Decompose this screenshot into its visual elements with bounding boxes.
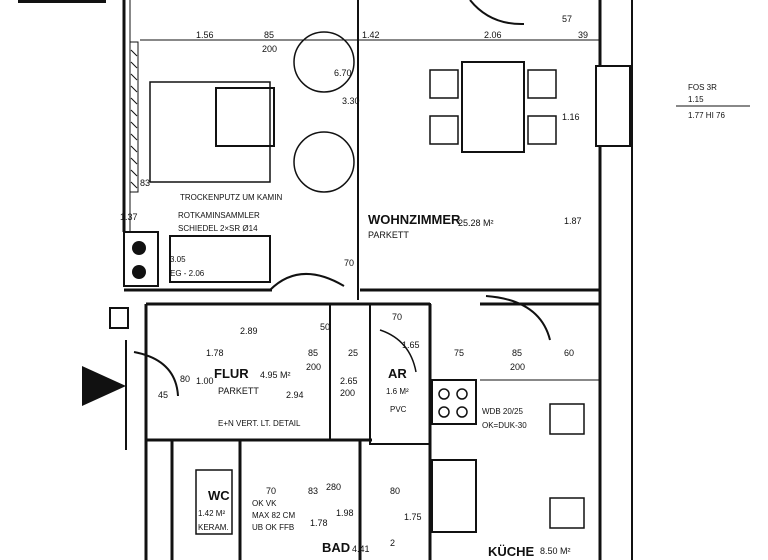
dim: 25	[348, 348, 358, 358]
dim: 1.98	[336, 508, 354, 518]
room-wc: WC 1.42 M² KERAM.	[198, 488, 230, 532]
dim: 1.37	[120, 212, 138, 222]
stove-icon	[438, 388, 468, 418]
room-floor: PVC	[390, 405, 407, 414]
living-door-arc	[269, 273, 345, 291]
dim: 70	[392, 312, 402, 322]
room-name: WC	[208, 488, 230, 503]
dim: 200	[306, 362, 321, 372]
kitchen-door-arc	[485, 295, 551, 341]
dim: 1.78	[310, 518, 328, 528]
chimney-flues	[132, 241, 146, 279]
note-ub: UB OK FFB	[252, 523, 294, 532]
dim: 85	[512, 348, 522, 358]
room-kueche: KÜCHE 8.50 M²	[488, 544, 571, 559]
dim: 60	[564, 348, 574, 358]
dim: 70	[344, 258, 354, 268]
dim: 45	[158, 390, 168, 400]
dim: 2.94	[286, 390, 304, 400]
dim: 80	[180, 374, 190, 384]
dim: 70	[266, 486, 276, 496]
dim: 85	[264, 30, 274, 40]
room-name: FLUR	[214, 366, 249, 381]
entrance-door-arc	[133, 351, 179, 397]
dim: 50	[320, 322, 330, 332]
entrance-arrow-icon	[82, 366, 126, 406]
room-floor: KERAM.	[198, 523, 229, 532]
dim: 1.78	[206, 348, 224, 358]
dim: 200	[510, 362, 525, 372]
room-name: WOHNZIMMER	[368, 212, 461, 227]
note-ok-duk: OK=DUK-30	[482, 421, 527, 430]
dim: 3.30	[342, 96, 360, 106]
note-max: MAX 82 CM	[252, 511, 295, 520]
dim: 6.70	[334, 68, 352, 78]
note-schiedel: SCHIEDEL 2×SR Ø14	[178, 224, 258, 233]
room-note: E+N VERT. LT. DETAIL	[218, 419, 301, 428]
room-floor: PARKETT	[218, 386, 259, 396]
dim: 1.00	[196, 376, 214, 386]
note-chimney-a: 3.05	[170, 255, 186, 264]
note-wdb: WDB 20/25	[482, 407, 523, 416]
note-chimney-b: EG - 2.06	[170, 269, 205, 278]
dim: 200	[262, 44, 277, 54]
dim: 1.42	[362, 30, 380, 40]
dim: 1.75	[404, 512, 422, 522]
living-furniture	[149, 31, 557, 193]
dim: 39	[578, 30, 588, 40]
room-name: AR	[388, 366, 407, 381]
dimension-labels: 1.56 85 200 1.42 2.06 39 57 6.70 3.30 1.…	[120, 14, 588, 548]
dim: 83	[308, 486, 318, 496]
dim: 57	[562, 14, 572, 24]
room-bad: BAD 4.41	[322, 540, 370, 555]
dim: 200	[340, 388, 355, 398]
note-window-c: 1.77 HI 76	[688, 111, 725, 120]
room-ar: AR 1.6 M² PVC	[386, 366, 409, 414]
dim: 280	[326, 482, 341, 492]
note-trockenputz: TROCKENPUTZ UM KAMIN	[180, 193, 282, 202]
room-area: 25.28 M²	[458, 218, 494, 228]
note-vk: OK VK	[252, 499, 277, 508]
room-name: KÜCHE	[488, 544, 535, 559]
dim: 83	[140, 178, 150, 188]
room-floor: PARKETT	[368, 230, 409, 240]
room-flur: FLUR 4.95 M² PARKETT E+N VERT. LT. DETAI…	[214, 366, 301, 428]
chimney-wall	[129, 41, 139, 193]
note-window-b: 1.15	[688, 95, 704, 104]
room-area: 4.95 M²	[260, 370, 291, 380]
dim: 85	[308, 348, 318, 358]
dim: 1.87	[564, 216, 582, 226]
dim: 2.65	[340, 376, 358, 386]
top-door-arc	[469, 0, 525, 26]
lower-walls	[109, 290, 602, 560]
dim: 1.56	[196, 30, 214, 40]
storage-door-arc	[379, 329, 417, 373]
top-left-stub	[18, 0, 106, 3]
dim: 1.65	[402, 340, 420, 350]
living-room-walls	[122, 0, 631, 300]
plan-notes: TROCKENPUTZ UM KAMIN ROTKAMINSAMMLER SCH…	[170, 83, 725, 532]
room-area: 8.50 M²	[540, 546, 571, 556]
dim: 75	[454, 348, 464, 358]
note-rotkaminsammler: ROTKAMINSAMMLER	[178, 211, 260, 220]
room-area: 1.6 M²	[386, 387, 409, 396]
room-area: 1.42 M²	[198, 509, 225, 518]
dim: 80	[390, 486, 400, 496]
room-name: BAD	[322, 540, 350, 555]
room-area: 4.41	[352, 544, 370, 554]
dim: 2	[390, 538, 395, 548]
room-wohnzimmer: WOHNZIMMER 25.28 M² PARKETT	[368, 212, 494, 240]
note-window-a: FOS 3R	[688, 83, 717, 92]
dim: 2.89	[240, 326, 258, 336]
dim: 1.16	[562, 112, 580, 122]
dim: 2.06	[484, 30, 502, 40]
